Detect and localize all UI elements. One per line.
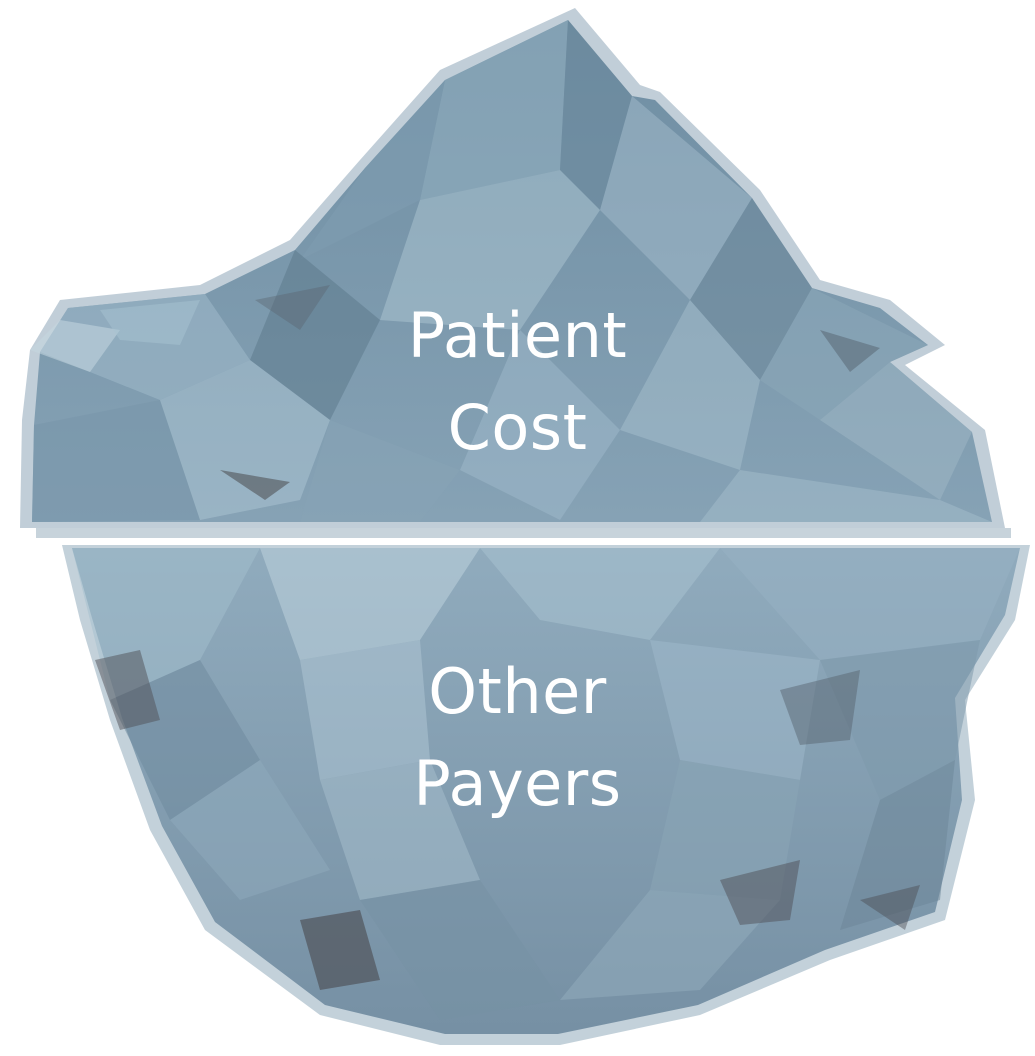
label-other-payers-line-2: Payers [413, 747, 622, 820]
label-patient-cost-line-1: Patient [407, 299, 628, 372]
label-other-payers-line-1: Other [428, 655, 607, 728]
label-patient-cost: Patient Cost [0, 290, 1035, 474]
iceberg-top [20, 8, 1005, 528]
iceberg-bottom [62, 545, 1030, 1045]
label-patient-cost-line-2: Cost [447, 391, 588, 464]
waterline [36, 528, 1011, 538]
label-other-payers: Other Payers [0, 646, 1035, 830]
